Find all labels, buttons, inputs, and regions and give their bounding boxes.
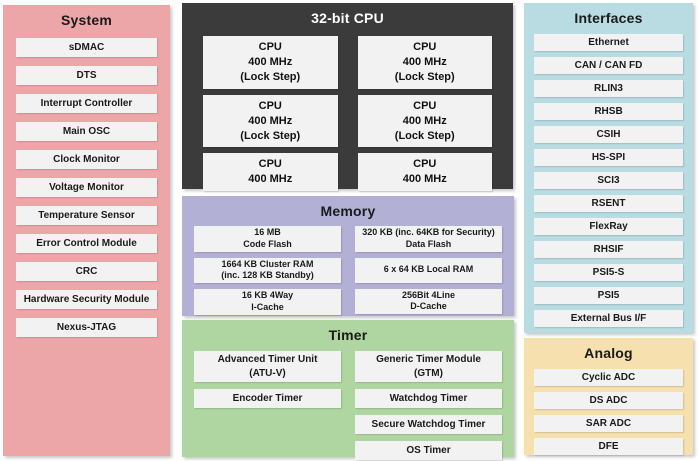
interface-item: External Bus I/F — [534, 310, 683, 328]
analog-item: SAR ADC — [534, 415, 683, 433]
memory-block: 320 KB (inc. 64KB for Security) Data Fla… — [355, 226, 502, 252]
memory-right-column: 320 KB (inc. 64KB for Security) Data Fla… — [355, 226, 502, 315]
memory-panel: Memory 16 MB Code Flash 1664 KB Cluster R… — [182, 196, 514, 316]
timer-right-column: Generic Timer Module (GTM) Watchdog Timer… — [355, 351, 502, 461]
memory-columns: 16 MB Code Flash 1664 KB Cluster RAM (inc… — [182, 226, 514, 315]
cpu-title: 32-bit CPU — [311, 10, 384, 26]
interface-item: FlexRay — [534, 218, 683, 236]
system-title: System — [60, 12, 112, 28]
interfaces-title: Interfaces — [574, 10, 643, 26]
timer-block: Advanced Timer Unit (ATU-V) — [194, 351, 341, 383]
timer-left-column: Advanced Timer Unit (ATU-V) Encoder Timer — [194, 351, 341, 460]
system-item: Nexus-JTAG — [16, 318, 157, 338]
cpu-panel: 32-bit CPU CPU 400 MHz (Lock Step)CPU 40… — [182, 3, 513, 192]
timer-title: Timer — [328, 327, 368, 343]
cpu-core-box: CPU 400 MHz (Lock Step) — [203, 94, 338, 148]
analog-list: Cyclic ADC DS ADC SAR ADC DFE — [524, 368, 693, 456]
cpu-core-box: CPU 400 MHz — [357, 153, 492, 192]
timer-block: Watchdog Timer — [355, 389, 502, 409]
memory-block: 6 x 64 KB Local RAM — [355, 257, 502, 283]
system-item: Error Control Module — [16, 234, 157, 254]
interface-item: RLIN3 — [534, 80, 683, 98]
cpu-core-box: CPU 400 MHz (Lock Step) — [357, 94, 492, 148]
memory-title: Memory — [320, 203, 376, 219]
interface-item: Ethernet — [534, 34, 683, 52]
system-item: Clock Monitor — [16, 150, 157, 170]
cpu-core-box: CPU 400 MHz (Lock Step) — [357, 36, 492, 89]
interface-item: RHSB — [534, 103, 683, 121]
cpu-core-grid: CPU 400 MHz (Lock Step)CPU 400 MHz (Lock… — [182, 33, 513, 192]
timer-block: Encoder Timer — [194, 389, 341, 409]
analog-item: DS ADC — [534, 392, 683, 410]
interface-item: HS-SPI — [534, 149, 683, 167]
timer-block: Secure Watchdog Timer — [355, 415, 502, 435]
interface-item: RHSIF — [534, 241, 683, 259]
memory-block: 256Bit 4Line D-Cache — [355, 288, 502, 315]
timer-panel: Timer Advanced Timer Unit (ATU-V) Encoder… — [182, 320, 514, 461]
analog-panel: Analog Cyclic ADC DS ADC SAR ADC DFE — [524, 338, 693, 456]
interface-item: PSI5 — [534, 287, 683, 305]
cpu-core-box: CPU 400 MHz (Lock Step) — [203, 36, 338, 89]
system-item: CRC — [16, 262, 157, 282]
cpu-core-box: CPU 400 MHz — [203, 153, 338, 192]
analog-item: Cyclic ADC — [534, 369, 683, 387]
system-item: DTS — [16, 66, 157, 86]
interface-item: CSIH — [534, 126, 683, 144]
system-item: Main OSC — [16, 122, 157, 142]
system-item: Voltage Monitor — [16, 178, 157, 198]
interface-item: SCI3 — [534, 172, 683, 190]
timer-block: OS Timer — [355, 441, 502, 461]
analog-item: DFE — [534, 438, 683, 456]
system-item: Interrupt Controller — [16, 94, 157, 114]
system-item: sDMAC — [16, 38, 157, 58]
interface-item: CAN / CAN FD — [534, 57, 683, 75]
interface-item: RSENT — [534, 195, 683, 213]
memory-block: 1664 KB Cluster RAM (inc. 128 KB Standby… — [194, 257, 341, 284]
interface-item: PSI5-S — [534, 264, 683, 282]
system-item: Temperature Sensor — [16, 206, 157, 226]
timer-block: Generic Timer Module (GTM) — [355, 351, 502, 383]
memory-block: 16 KB 4Way I-Cache — [194, 289, 341, 315]
system-item: Hardware Security Module — [16, 290, 157, 310]
analog-title: Analog — [584, 345, 633, 361]
memory-block: 16 MB Code Flash — [194, 226, 341, 252]
memory-left-column: 16 MB Code Flash 1664 KB Cluster RAM (inc… — [194, 226, 341, 315]
timer-columns: Advanced Timer Unit (ATU-V) Encoder Timer… — [182, 350, 514, 461]
